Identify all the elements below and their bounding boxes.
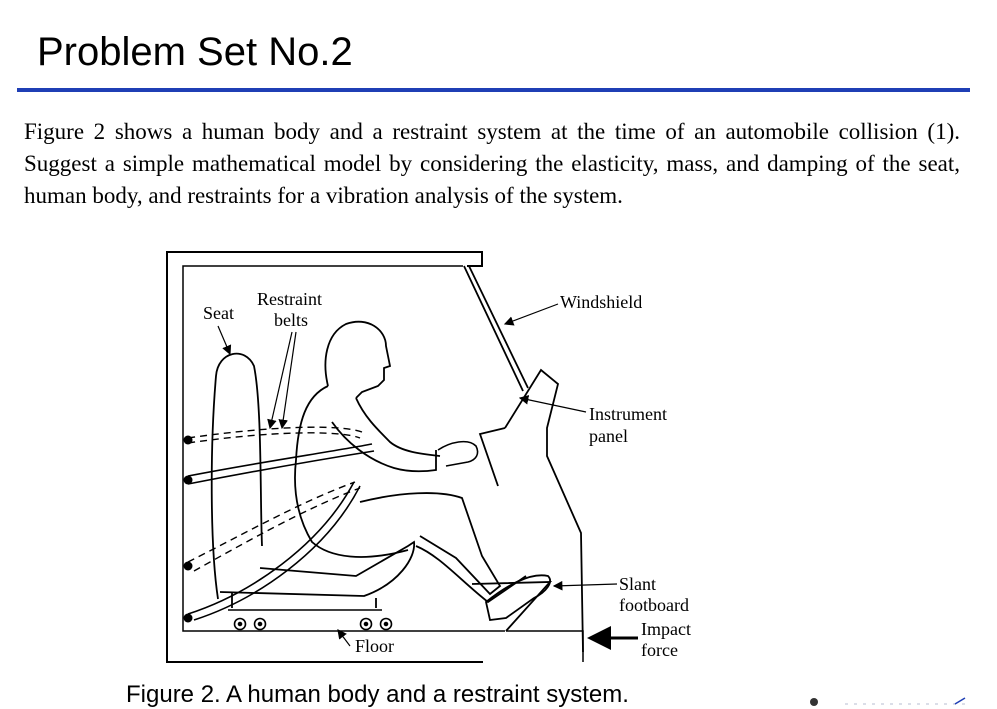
human-arm xyxy=(331,421,437,473)
human-torso xyxy=(294,385,409,558)
label-footboard: footboard xyxy=(619,595,689,615)
label-panel: panel xyxy=(589,426,628,446)
seat-cushion xyxy=(219,540,415,608)
label-impact: Impact xyxy=(641,619,691,639)
figure-caption: Figure 2. A human body and a restraint s… xyxy=(126,681,629,708)
cabin-floor-line xyxy=(506,630,584,662)
belt-anchors xyxy=(183,435,193,623)
seat-rollers xyxy=(233,617,393,631)
lap-belt xyxy=(187,443,375,485)
windshield xyxy=(463,265,529,392)
slant-footboard xyxy=(471,581,553,632)
problem-statement: Figure 2 shows a human body and a restra… xyxy=(24,119,960,208)
human-head xyxy=(324,320,392,399)
leader-lines xyxy=(217,303,618,647)
instrument-panel xyxy=(478,368,584,653)
restraint-system-figure: Seat Restraint belts Windshield Instrume… xyxy=(150,246,710,668)
label-windshield: Windshield xyxy=(560,292,642,312)
label-belts: belts xyxy=(274,310,308,330)
upper-belt xyxy=(187,426,363,444)
seat-back xyxy=(210,352,263,600)
label-restraint: Restraint xyxy=(257,289,322,309)
label-slant: Slant xyxy=(619,574,656,594)
label-seat: Seat xyxy=(203,303,234,323)
human-hand xyxy=(437,440,479,467)
lower-strap xyxy=(187,481,361,621)
label-floor: Floor xyxy=(355,636,394,656)
slide-title: Problem Set No.2 xyxy=(37,30,353,74)
title-divider xyxy=(17,88,970,92)
human-shoe xyxy=(484,574,551,621)
human-chest xyxy=(355,397,441,457)
corner-decoration xyxy=(810,697,966,706)
label-instrument: Instrument xyxy=(589,404,667,424)
cabin-outline xyxy=(166,251,483,663)
label-force: force xyxy=(641,640,678,660)
